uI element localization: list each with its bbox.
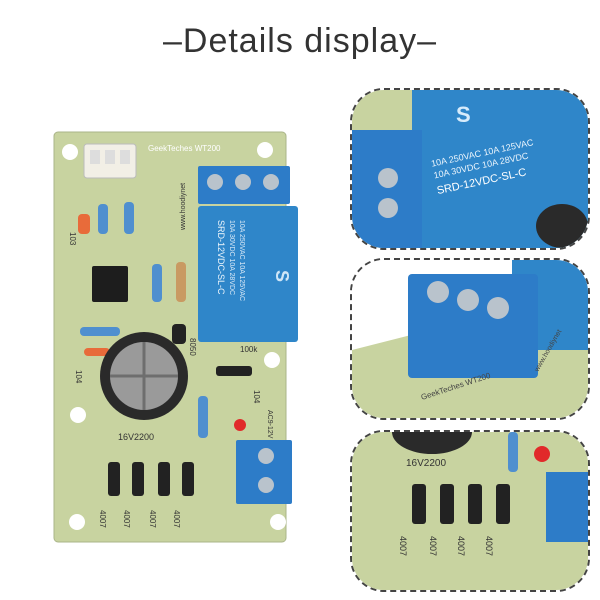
- capacitor-small: [84, 348, 110, 356]
- title-dash-right: –: [417, 22, 438, 60]
- zoom-terminal-svg: GeekTeches WT200 www.hoodiynet: [352, 260, 588, 418]
- mount-hole: [70, 407, 86, 423]
- mount-hole: [69, 514, 85, 530]
- led: [534, 446, 550, 462]
- electrolytic-capacitor: [536, 204, 588, 248]
- zoom-diodes-svg: 16V2200 4007 4007 4007 4007: [352, 432, 588, 590]
- zoom-diodes: 16V2200 4007 4007 4007 4007: [350, 430, 590, 592]
- diode: [182, 462, 194, 496]
- resistor: [508, 432, 518, 472]
- relay-text-group: 10A 250VAC 10A 125VAC 10A 30VDC 10A 28VD…: [216, 220, 245, 301]
- diode: [108, 462, 120, 496]
- relay-line: 10A 250VAC 10A 125VAC: [238, 220, 245, 301]
- cap-code-label: 104: [252, 390, 261, 404]
- relay: [198, 206, 298, 342]
- terminal-screw: [378, 168, 398, 188]
- diode-label: 4007: [172, 510, 181, 528]
- terminal-screw: [487, 297, 509, 319]
- relay-line: SRD-12VDC-SL-C: [216, 220, 226, 295]
- page-title: –Details display–: [0, 22, 600, 61]
- diode: [158, 462, 170, 496]
- resistor: [176, 262, 186, 302]
- mount-hole: [62, 144, 78, 160]
- board-svg: GeekTeches WT200 103 www.hoodiynet 104 1…: [53, 131, 298, 543]
- terminal-screw: [258, 477, 274, 493]
- electrolytic-capacitor: [392, 432, 472, 454]
- relay-brand-mark: S: [456, 102, 471, 127]
- diode-label: 4007: [428, 536, 438, 556]
- diode: [412, 484, 426, 524]
- resistor: [198, 396, 208, 438]
- cap-code-label: 103: [68, 232, 77, 246]
- terminal-block-3pin: [352, 130, 422, 248]
- bridge-diodes: 4007 4007 4007 4007: [98, 462, 194, 528]
- transistor-label: 8050: [188, 338, 197, 356]
- led: [234, 419, 246, 431]
- terminal-block-2pin: [546, 472, 588, 542]
- diode: [440, 484, 454, 524]
- title-dash-left: –: [162, 22, 183, 60]
- diode-label: 4007: [484, 536, 494, 556]
- diode-label: 4007: [398, 536, 408, 556]
- terminal-screw: [263, 174, 279, 190]
- cap-rating-label: 16V2200: [118, 432, 154, 442]
- terminal-screw: [427, 281, 449, 303]
- diode-label: 4007: [122, 510, 131, 528]
- terminal-screw: [378, 198, 398, 218]
- transistor: [172, 324, 186, 344]
- cap-code-label: 104: [74, 370, 83, 384]
- diode: [216, 366, 252, 376]
- cap-rating-label: 16V2200: [406, 458, 446, 469]
- diode-label: 4007: [456, 536, 466, 556]
- resistor: [152, 264, 162, 302]
- terminal-screw: [258, 448, 274, 464]
- resistor-label: 100k: [240, 345, 258, 354]
- terminal-screw: [457, 289, 479, 311]
- diode-label: 4007: [98, 510, 107, 528]
- mount-hole: [270, 514, 286, 530]
- title-text: Details display: [182, 22, 418, 60]
- brand-silkscreen: GeekTeches WT200: [148, 144, 221, 153]
- terminal-screw: [235, 174, 251, 190]
- website-silkscreen: www.hoodiynet: [180, 183, 187, 231]
- resistor: [80, 327, 120, 336]
- relay-line: 10A 30VDC 10A 28VDC: [228, 220, 235, 295]
- ac-label: AC9-12V: [266, 410, 273, 439]
- zoom-terminal: GeekTeches WT200 www.hoodiynet: [350, 258, 590, 420]
- relay-brand-mark: S: [272, 270, 292, 282]
- resistor: [98, 204, 108, 234]
- diode: [132, 462, 144, 496]
- resistor: [124, 202, 134, 234]
- diode: [468, 484, 482, 524]
- terminal-screw: [207, 174, 223, 190]
- mount-hole: [257, 142, 273, 158]
- zoom-relay: S 10A 250VAC 10A 125VAC 10A 30VDC 10A 28…: [350, 88, 590, 250]
- diode-label: 4007: [148, 510, 157, 528]
- mount-hole: [264, 352, 280, 368]
- terminal-block-2pin: [236, 440, 292, 504]
- capacitor-small: [78, 214, 90, 234]
- product-board-image: GeekTeches WT200 103 www.hoodiynet 104 1…: [40, 120, 340, 560]
- ic-chip: [92, 266, 128, 302]
- diode: [496, 484, 510, 524]
- zoom-relay-svg: S 10A 250VAC 10A 125VAC 10A 30VDC 10A 28…: [352, 90, 588, 248]
